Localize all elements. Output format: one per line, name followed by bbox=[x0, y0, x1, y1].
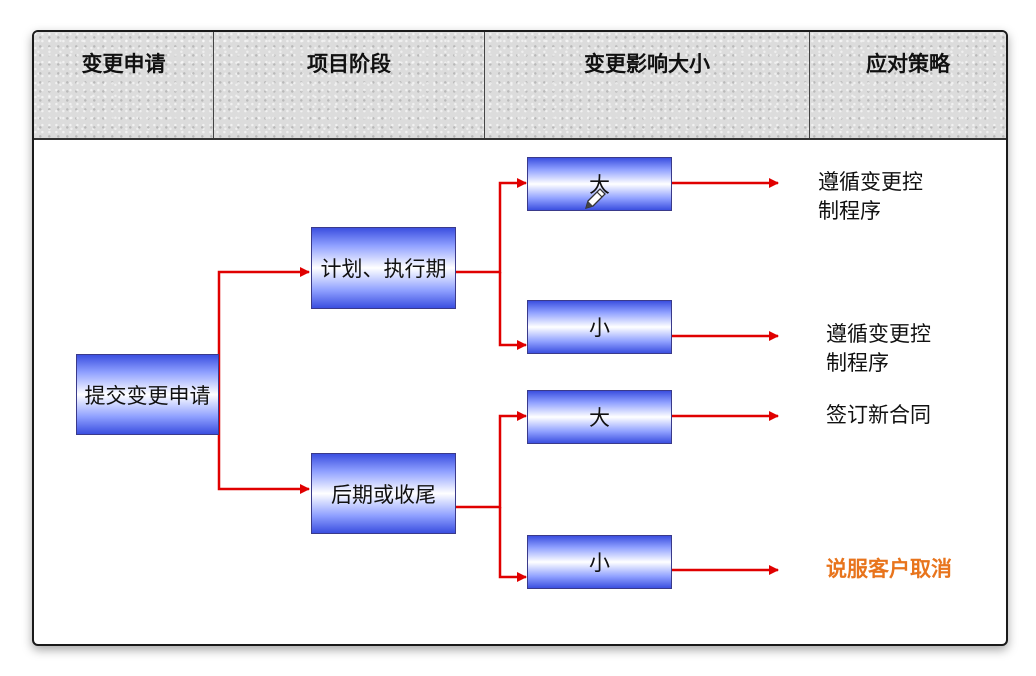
node-submit-change-request: 提交变更申请 bbox=[76, 354, 219, 435]
table-header: 变更申请 项目阶段 变更影响大小 应对策略 bbox=[34, 32, 1006, 140]
connector-late-to-small bbox=[498, 507, 527, 582]
connector-early-to-big bbox=[456, 178, 527, 274]
header-change-request: 变更申请 bbox=[34, 32, 214, 138]
header-strategy: 应对策略 bbox=[866, 52, 950, 76]
header-project-phase: 项目阶段 bbox=[214, 32, 485, 138]
header-impact-size: 变更影响大小 bbox=[485, 32, 810, 138]
node-impact-big-1: 大 bbox=[527, 157, 672, 211]
strategy-follow-control-2: 遵循变更控 制程序 bbox=[826, 322, 931, 375]
connector-late-to-big bbox=[456, 411, 527, 509]
strategy-follow-control-1: 遵循变更控 制程序 bbox=[818, 170, 923, 223]
strategy-persuade-client-cancel: 说服客户取消 bbox=[826, 557, 952, 581]
node-late-closing-phase: 后期或收尾 bbox=[311, 453, 456, 534]
node-impact-big-1-label: 大 bbox=[589, 173, 610, 197]
node-plan-execution-phase: 计划、执行期 bbox=[311, 227, 456, 309]
node-impact-big-2: 大 bbox=[527, 390, 672, 444]
diagram-frame: 变更申请 项目阶段 变更影响大小 应对策略 bbox=[32, 30, 1008, 646]
node-impact-small-2: 小 bbox=[527, 535, 672, 589]
node-impact-small-1: 小 bbox=[527, 300, 672, 354]
connector-root-to-late bbox=[217, 395, 310, 494]
strategy-sign-new-contract: 签订新合同 bbox=[826, 403, 931, 427]
pencil-cursor-icon bbox=[585, 188, 606, 209]
connector-early-to-small bbox=[498, 272, 527, 350]
connector-root-to-early bbox=[217, 267, 310, 395]
